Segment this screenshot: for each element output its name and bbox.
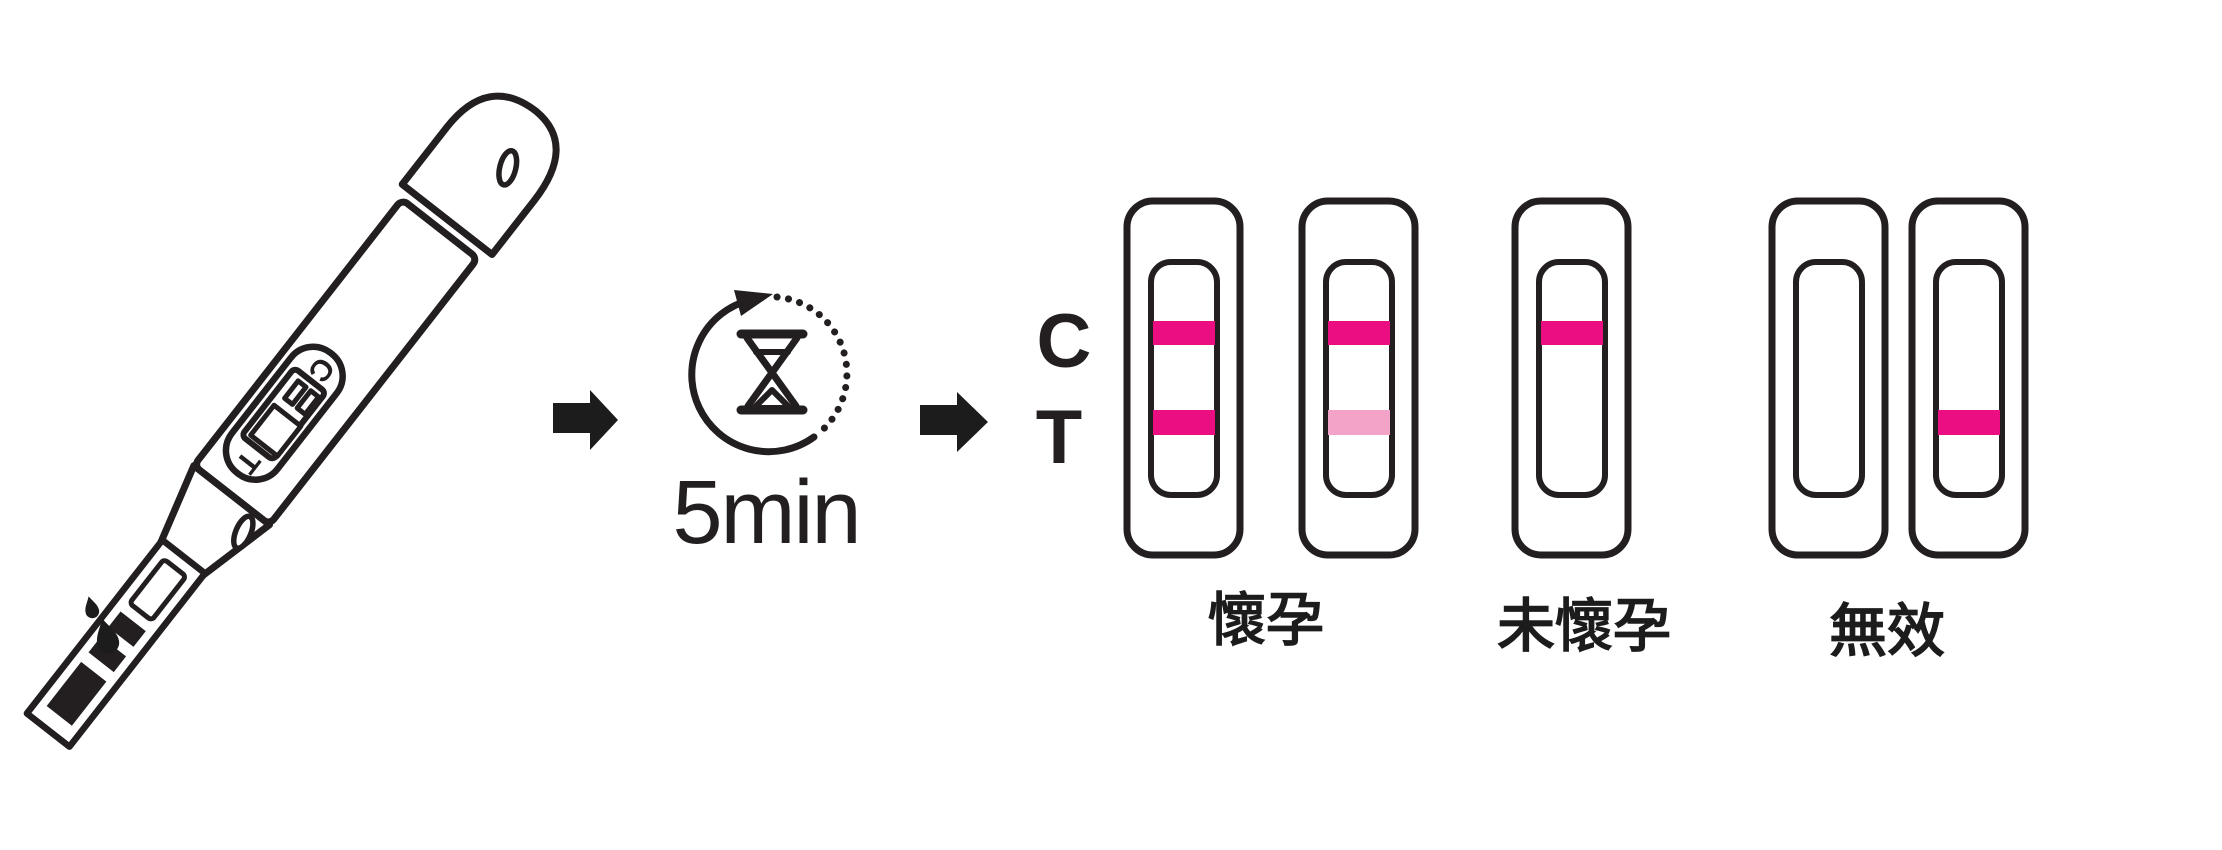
timer-duration-label: 5min	[672, 463, 859, 563]
timer-icon	[688, 290, 851, 456]
timer-arrowhead-icon	[734, 290, 773, 316]
cassette-2	[1298, 197, 1419, 559]
timer-solid-arc	[688, 296, 818, 456]
body-hole-icon	[231, 513, 256, 551]
cassette-5	[1908, 197, 2029, 559]
result-label-pregnant: 懷孕	[1208, 588, 1324, 653]
urine-drops-icon	[85, 596, 120, 654]
result-label-not-pregnant: 未懷孕	[1497, 594, 1671, 659]
cassette-3	[1511, 197, 1632, 559]
cassette-4	[1768, 197, 1889, 559]
cassette-1-t-line	[1153, 410, 1215, 435]
control-row-label: C	[1037, 299, 1092, 384]
cassette-2-t-line	[1328, 410, 1390, 435]
right-arrow-icon-2	[920, 392, 988, 452]
cap-hole-icon	[496, 147, 520, 188]
hourglass-icon	[736, 329, 808, 415]
cassette-5-t-line	[1938, 410, 2000, 435]
strip-pad-block	[46, 661, 107, 726]
stick-result-window: C T	[222, 343, 346, 483]
result-label-invalid: 無效	[1829, 599, 1945, 664]
test-stick-cap	[398, 92, 560, 259]
window-portal	[248, 402, 304, 459]
cassette-1	[1123, 197, 1244, 559]
window-tick-2	[294, 388, 322, 417]
window-tick-1	[282, 378, 309, 407]
cassette-1-c-line	[1153, 321, 1215, 345]
cassette-3-c-line	[1541, 321, 1603, 345]
timer-dotted-arc	[773, 293, 851, 437]
test-row-label: T	[1036, 395, 1082, 480]
pregnancy-test-stick-illustration: C T	[23, 92, 560, 750]
right-arrow-icon-1	[553, 390, 618, 450]
strip-slot	[128, 558, 187, 622]
strip-stripe-1	[108, 611, 146, 647]
cassette-2-c-line	[1328, 321, 1390, 345]
